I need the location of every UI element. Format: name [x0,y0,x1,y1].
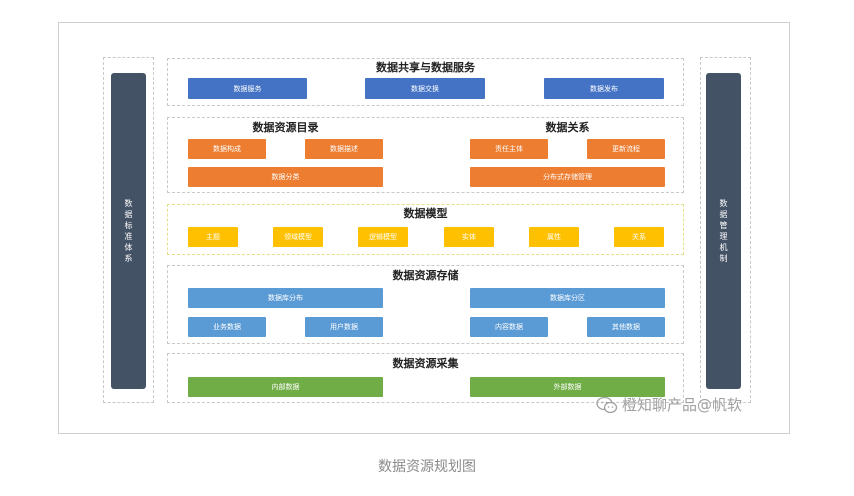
catalog-left-title: 数据资源目录 [252,121,319,134]
data-description-box: 数据描述 [305,139,383,159]
model-relation-box: 关系 [614,227,664,247]
catalog-right-title: 数据关系 [545,121,590,134]
model-subject-box: 主题 [188,227,238,247]
database-partition-box: 数据库分区 [470,288,665,308]
sharing-layer-title: 数据共享与数据服务 [376,61,475,74]
data-service-box: 数据服务 [188,78,307,99]
catalog-layer [167,117,684,193]
figure-caption: 数据资源规划图 [378,459,476,475]
responsible-party-box: 责任主体 [470,139,548,159]
model-domain-box: 领域模型 [273,227,323,247]
distributed-storage-box: 分布式存储管理 [470,167,665,187]
data-standards-label: 数 据 标 准 体 系 [124,199,133,263]
content-data-box: 内容数据 [470,317,548,337]
data-composition-box: 数据构成 [188,139,266,159]
data-standards-bar: 数 据 标 准 体 系 [111,73,146,389]
internal-data-box: 内部数据 [188,377,383,397]
data-management-bar: 数 据 管 理 机 制 [706,73,741,389]
model-logic-box: 逻辑模型 [358,227,408,247]
data-classification-box: 数据分类 [188,167,383,187]
external-data-box: 外部数据 [470,377,665,397]
data-management-label: 数 据 管 理 机 制 [719,199,728,263]
data-publish-box: 数据发布 [544,78,664,99]
collection-layer-title: 数据资源采集 [392,357,459,370]
user-data-box: 用户数据 [305,317,383,337]
update-process-box: 更新流程 [587,139,665,159]
model-layer-title: 数据模型 [403,207,448,220]
business-data-box: 业务数据 [188,317,266,337]
left-panel-outline [103,57,154,403]
storage-layer [167,265,684,344]
data-exchange-box: 数据交换 [365,78,485,99]
watermark-text: 橙知聊产品@帆软 [622,396,743,414]
database-distribution-box: 数据库分布 [188,288,383,308]
sharing-layer [167,58,684,106]
model-attribute-box: 属性 [529,227,579,247]
collection-layer [167,353,684,403]
model-entity-box: 实体 [444,227,494,247]
wechat-icon [596,396,618,413]
storage-layer-title: 数据资源存储 [392,269,459,282]
watermark: 橙知聊产品@帆软 [596,394,742,415]
other-data-box: 其他数据 [587,317,665,337]
model-layer [167,204,684,255]
right-panel-outline [700,57,751,403]
